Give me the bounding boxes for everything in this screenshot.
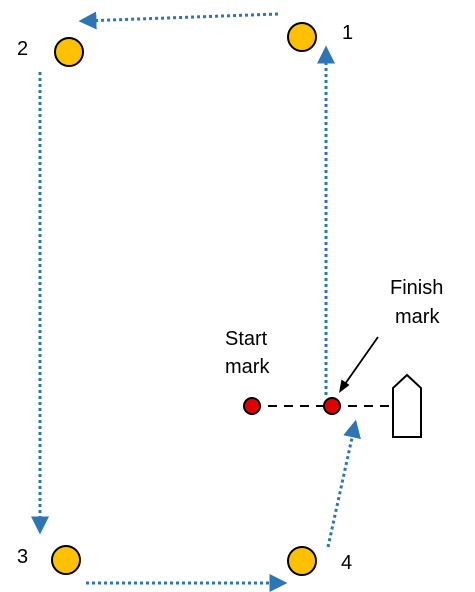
finish-pointer-line: [344, 336, 379, 385]
buoy-2-label: 2: [17, 38, 28, 60]
buoy-2: [54, 37, 84, 67]
buoy-4-label: 4: [341, 552, 352, 574]
buoy-3: [51, 545, 81, 575]
buoy-3-label: 3: [17, 546, 28, 568]
route-arrow-1-to-2: [78, 11, 279, 30]
finish-pointer-arrowhead: [339, 379, 350, 393]
finish-mark-label-line2: mark: [395, 306, 440, 328]
start-mark-label-line2: mark: [225, 356, 270, 378]
buoy-1: [287, 22, 317, 52]
buoy-4: [287, 546, 317, 576]
start-mark-label-line1: Start: [225, 328, 268, 350]
start-mark: [243, 397, 261, 415]
boat-icon: [392, 373, 422, 438]
buoy-1-label: 1: [342, 22, 353, 44]
finish-mark: [323, 397, 341, 415]
finish-mark-label-line1: Finish: [390, 277, 443, 299]
route-arrow-4-to-finish: [326, 419, 361, 548]
